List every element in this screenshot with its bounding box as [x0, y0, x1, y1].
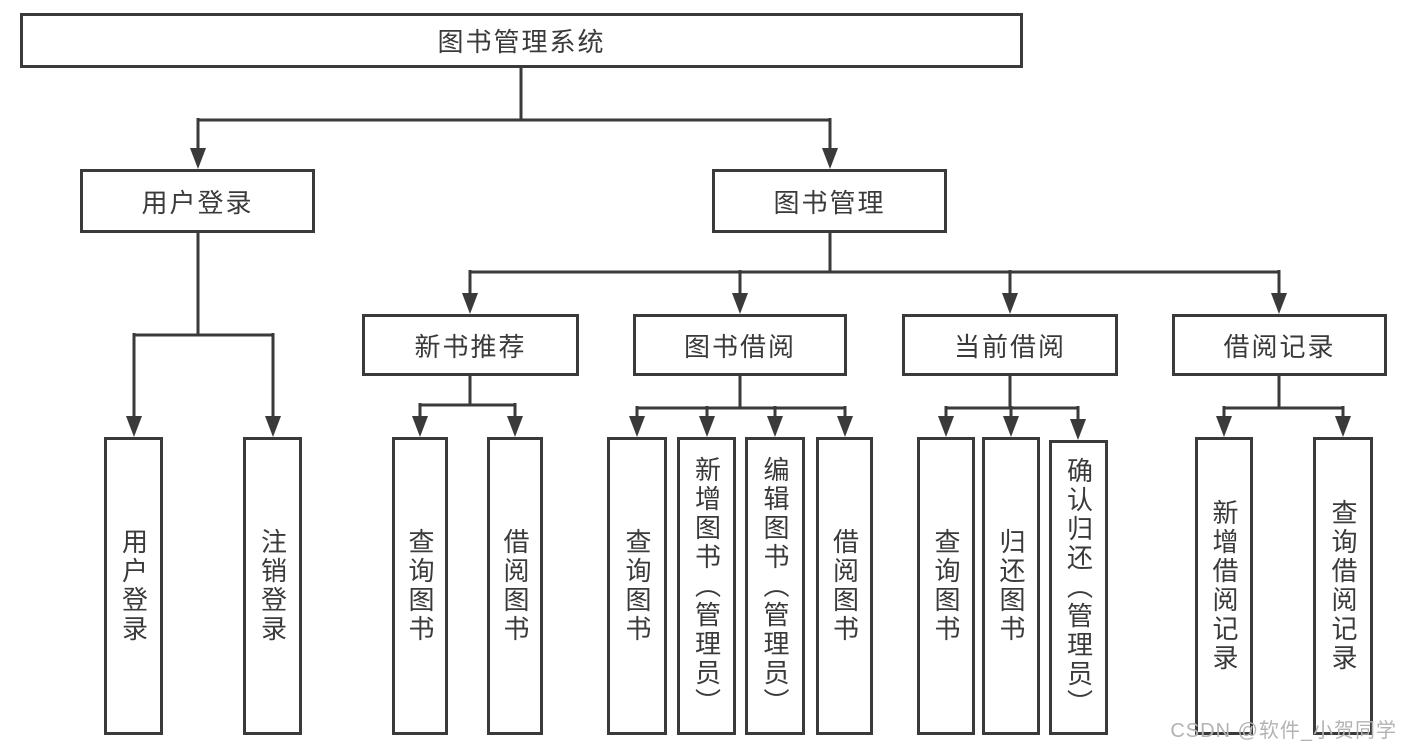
leaf-logout-label: 注销登录: [257, 528, 288, 644]
node-book-management: 图书管理: [712, 169, 947, 233]
leaf-logout: 注销登录: [243, 437, 302, 735]
leaf-add-books-admin-label: 新增图书（管理员）: [691, 455, 722, 717]
node-user-login-branch-label: 用户登录: [141, 187, 254, 218]
leaf-edit-books-admin-label: 编辑图书（管理员）: [760, 455, 790, 717]
node-borrow-record-label: 借阅记录: [1223, 331, 1336, 362]
leaf-recommend-query-books-label: 查询图书: [405, 528, 435, 644]
leaf-recommend-borrow-books: 借阅图书: [487, 437, 543, 735]
leaf-recommend-query-books: 查询图书: [392, 437, 448, 735]
leaf-user-login: 用户登录: [104, 437, 163, 735]
leaf-edit-books-admin: 编辑图书（管理员）: [745, 437, 805, 735]
leaf-borrow-query-books-label: 查询图书: [622, 528, 652, 644]
node-book-borrow-label: 图书借阅: [683, 331, 796, 362]
leaf-add-borrow-record: 新增借阅记录: [1195, 437, 1253, 735]
leaf-add-borrow-record-label: 新增借阅记录: [1209, 499, 1239, 673]
leaf-current-query-books: 查询图书: [917, 437, 975, 735]
node-current-borrow-label: 当前借阅: [953, 331, 1066, 362]
node-library-system: 图书管理系统: [20, 13, 1023, 68]
leaf-query-borrow-record-label: 查询借阅记录: [1328, 499, 1358, 673]
node-borrow-record: 借阅记录: [1172, 314, 1387, 376]
leaf-recommend-borrow-books-label: 借阅图书: [500, 528, 530, 644]
leaf-add-books-admin: 新增图书（管理员）: [677, 437, 736, 735]
node-book-borrow: 图书借阅: [633, 314, 847, 376]
leaf-return-books: 归还图书: [982, 437, 1040, 735]
arrowheads: [126, 148, 1351, 440]
leaf-query-borrow-record: 查询借阅记录: [1313, 437, 1373, 735]
node-new-book-recommend-label: 新书推荐: [414, 331, 527, 362]
leaf-current-query-books-label: 查询图书: [931, 528, 961, 644]
csdn-watermark: CSDN @软件_小贺同学: [1170, 720, 1397, 742]
leaf-borrow-query-books: 查询图书: [607, 437, 667, 735]
leaf-confirm-return-admin: 确认归还（管理员）: [1049, 440, 1108, 735]
node-current-borrow: 当前借阅: [902, 314, 1118, 376]
leaf-user-login-label: 用户登录: [118, 528, 149, 644]
node-book-management-label: 图书管理: [773, 187, 886, 218]
leaf-return-books-label: 归还图书: [996, 528, 1026, 644]
leaf-confirm-return-admin-label: 确认归还（管理员）: [1063, 457, 1094, 718]
leaf-borrow-books-label: 借阅图书: [829, 528, 860, 644]
node-library-system-label: 图书管理系统: [437, 27, 606, 57]
node-user-login-branch: 用户登录: [80, 169, 315, 233]
leaf-borrow-books: 借阅图书: [816, 437, 873, 735]
node-new-book-recommend: 新书推荐: [362, 314, 579, 376]
